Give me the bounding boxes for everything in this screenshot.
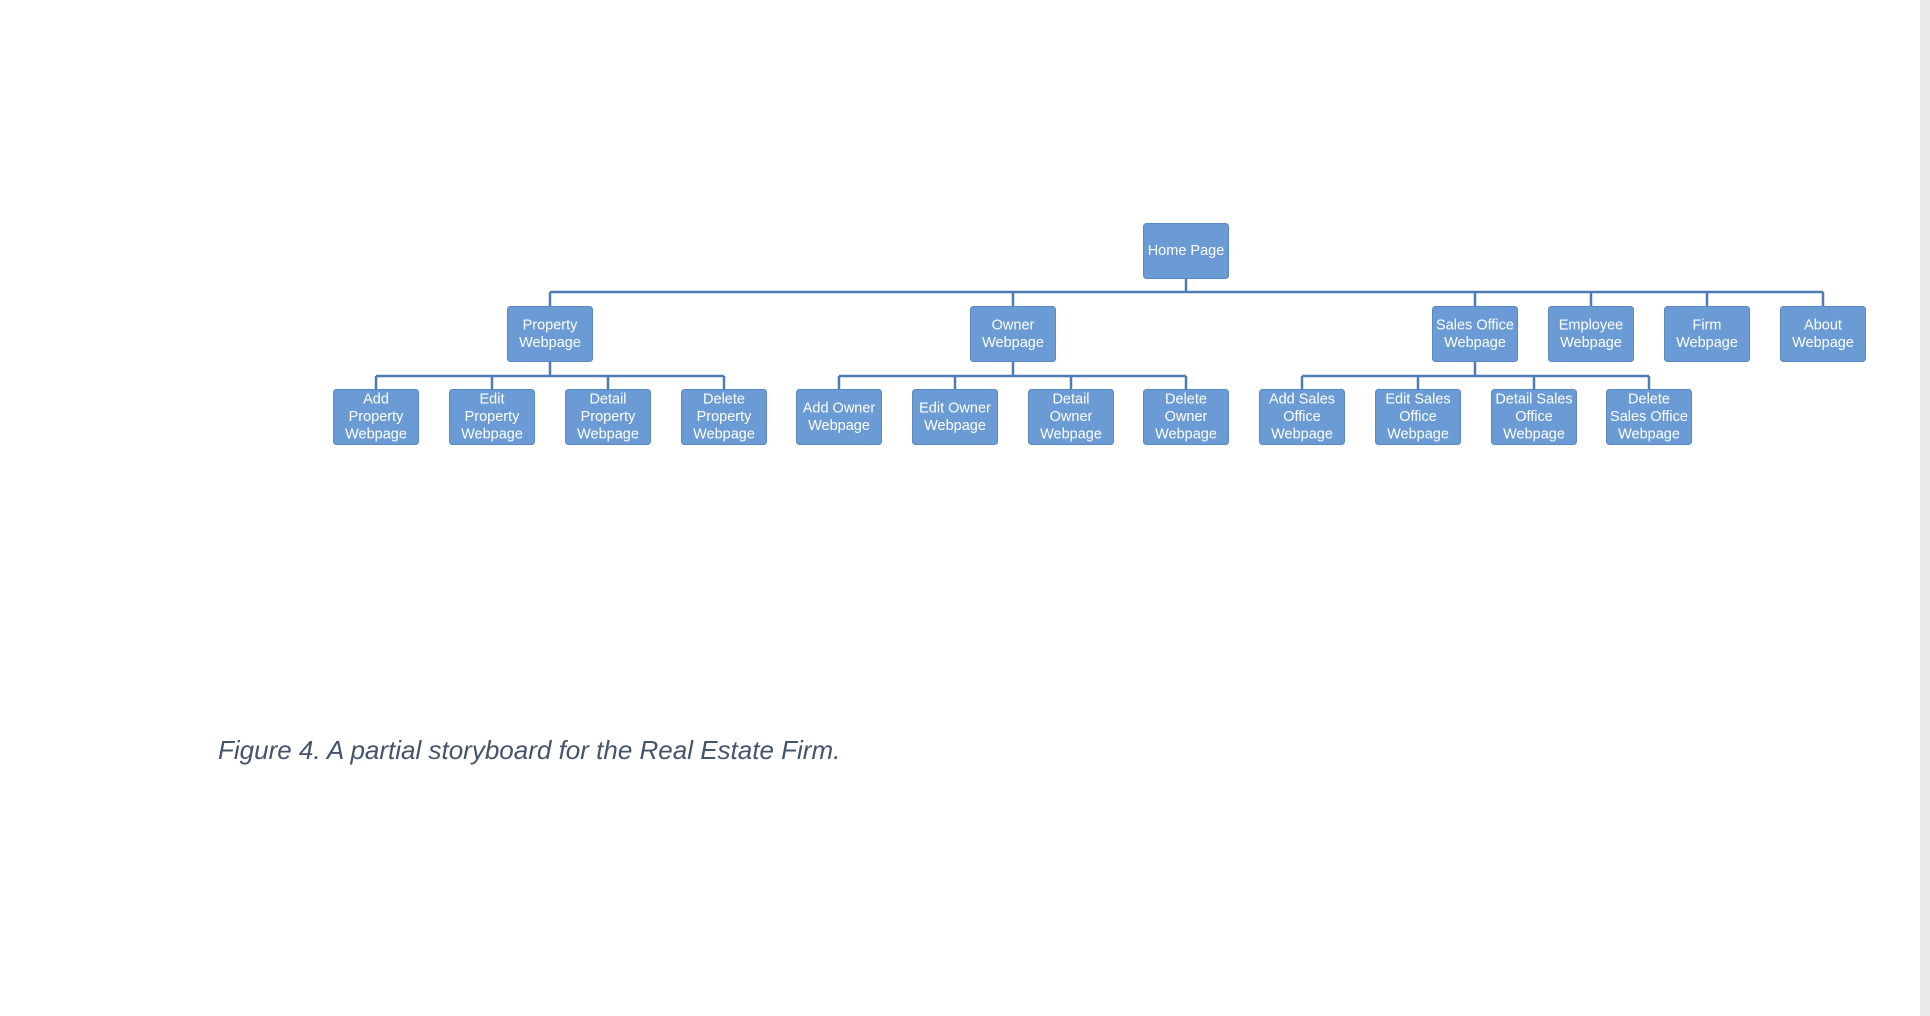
node-label-detail-property-line-2: Webpage [577,427,639,443]
node-label-firm-line-1: Webpage [1676,335,1738,351]
node-box-about [1780,306,1866,362]
node-label-owner-line-1: Webpage [982,335,1044,351]
node-label-about-line-0: About [1804,317,1842,333]
node-label-owner-line-0: Owner [992,317,1035,333]
node-label-edit-property-line-1: Property [465,409,521,425]
node-box-delete-property [681,389,767,445]
diagram-nodes: Home PagePropertyWebpageOwnerWebpageSale… [333,223,1866,445]
node-box-property [507,306,593,362]
node-label-sales-office-line-0: Sales Office [1436,317,1514,333]
node-label-edit-owner-line-0: Edit Owner [919,400,991,416]
node-label-employee-line-0: Employee [1559,317,1623,333]
node-label-delete-owner-line-1: Owner [1165,409,1208,425]
node-box-edit-owner [912,389,998,445]
node-label-add-owner-line-1: Webpage [808,418,870,434]
node-label-delete-owner-line-2: Webpage [1155,427,1217,443]
node-box-delete-owner [1143,389,1229,445]
node-label-add-property-line-2: Webpage [345,427,407,443]
node-label-delete-property-line-0: Delete [703,392,745,408]
node-label-edit-owner-line-1: Webpage [924,418,986,434]
node-label-add-sales-office-line-2: Webpage [1271,427,1333,443]
node-label-firm-line-0: Firm [1693,317,1722,333]
node-label-detail-sales-office-line-2: Webpage [1503,427,1565,443]
node-label-delete-property-line-1: Property [697,409,753,425]
node-label-add-sales-office-line-0: Add Sales [1269,392,1335,408]
node-box-edit-sales-office [1375,389,1461,445]
node-box-delete-sales-office [1606,389,1692,445]
node-label-detail-sales-office-line-1: Office [1515,409,1553,425]
node-label-add-property-line-0: Add [363,392,389,408]
node-label-delete-property-line-2: Webpage [693,427,755,443]
node-label-edit-sales-office-line-0: Edit Sales [1385,392,1450,408]
node-label-edit-property-line-2: Webpage [461,427,523,443]
node-box-firm [1664,306,1750,362]
node-label-detail-owner-line-1: Owner [1050,409,1093,425]
node-home: Home Page [1143,223,1229,279]
node-label-add-owner-line-0: Add Owner [803,400,876,416]
node-box-edit-property [449,389,535,445]
node-box-add-property [333,389,419,445]
node-box-employee [1548,306,1634,362]
node-label-add-sales-office-line-1: Office [1283,409,1321,425]
node-label-detail-property-line-0: Detail [589,392,626,408]
node-label-property-line-1: Webpage [519,335,581,351]
node-label-detail-sales-office-line-0: Detail Sales [1495,392,1572,408]
node-label-edit-property-line-0: Edit [480,392,505,408]
node-label-home-line-0: Home Page [1148,243,1225,259]
node-label-edit-sales-office-line-1: Office [1399,409,1437,425]
node-label-property-line-0: Property [523,317,579,333]
node-label-delete-sales-office-line-1: Sales Office [1610,409,1688,425]
node-label-add-property-line-1: Property [349,409,405,425]
node-label-delete-sales-office-line-0: Delete [1628,392,1670,408]
node-box-add-sales-office [1259,389,1345,445]
node-label-about-line-1: Webpage [1792,335,1854,351]
node-box-add-owner [796,389,882,445]
node-label-detail-owner-line-0: Detail [1052,392,1089,408]
node-label-edit-sales-office-line-2: Webpage [1387,427,1449,443]
node-box-detail-property [565,389,651,445]
node-label-sales-office-line-1: Webpage [1444,335,1506,351]
diagram-connectors [374,278,1825,390]
node-label-delete-owner-line-0: Delete [1165,392,1207,408]
node-box-detail-sales-office [1491,389,1577,445]
node-label-detail-property-line-1: Property [581,409,637,425]
node-label-detail-owner-line-2: Webpage [1040,427,1102,443]
vertical-scrollbar[interactable] [1920,0,1930,1016]
node-box-home [1143,223,1229,279]
node-box-owner [970,306,1056,362]
node-box-detail-owner [1028,389,1114,445]
figure-caption: Figure 4. A partial storyboard for the R… [218,735,841,765]
node-label-employee-line-1: Webpage [1560,335,1622,351]
node-label-delete-sales-office-line-2: Webpage [1618,427,1680,443]
node-box-sales-office [1432,306,1518,362]
